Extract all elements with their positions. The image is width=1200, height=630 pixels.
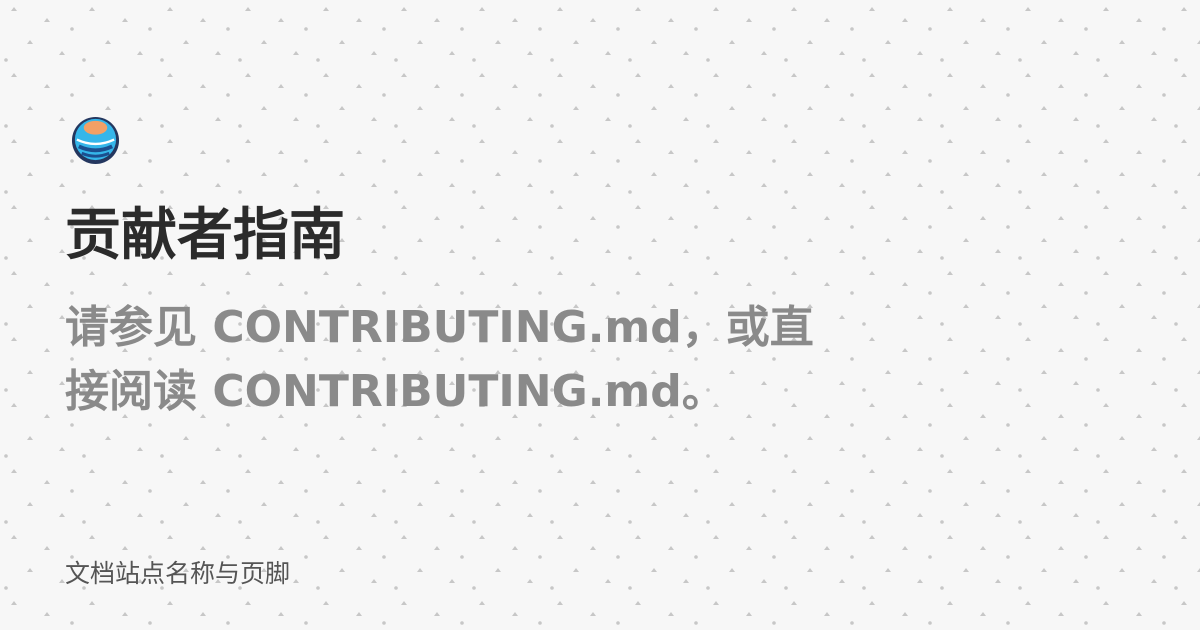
description: 请参见 CONTRIBUTING.md，或直接阅读 CONTRIBUTING.m… bbox=[65, 302, 814, 417]
page-title: 贡献者指南 bbox=[65, 203, 345, 268]
site-footer: 文档站点名称与页脚 bbox=[65, 559, 291, 588]
layered-globe-icon bbox=[71, 116, 120, 165]
